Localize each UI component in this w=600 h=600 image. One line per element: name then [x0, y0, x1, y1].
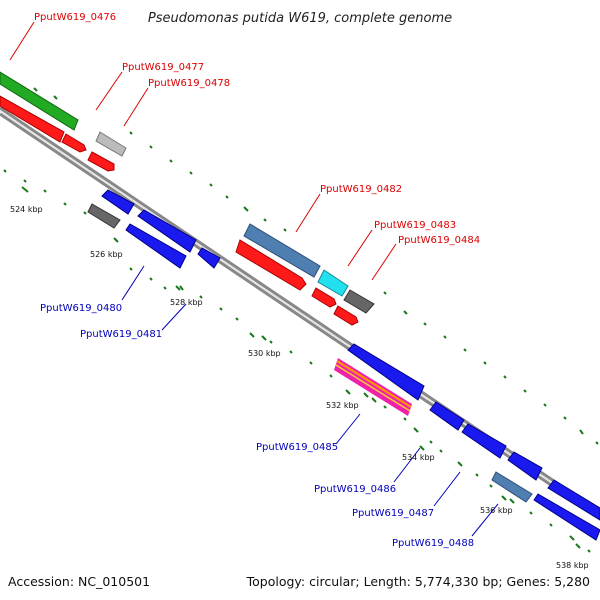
gene-0481b[interactable] [197, 247, 221, 269]
tick-526: 526 kbp [90, 250, 123, 259]
tick-528: 528 kbp [170, 298, 203, 307]
tick-dashes [3, 81, 599, 553]
tick-530: 530 kbp [248, 349, 281, 358]
label-0482[interactable]: PputW619_0482 [320, 184, 402, 195]
label-0480[interactable]: PputW619_0480 [40, 303, 122, 314]
label-0485[interactable]: PputW619_0485 [256, 442, 338, 453]
label-0483[interactable]: PputW619_0483 [374, 220, 456, 231]
reverse-leaders [121, 265, 499, 537]
forward-leaders [9, 21, 397, 281]
gene-0484[interactable] [343, 289, 375, 314]
label-0484[interactable]: PputW619_0484 [398, 235, 480, 246]
gene-0481[interactable] [125, 223, 187, 269]
label-0476[interactable]: PputW619_0476 [34, 12, 116, 23]
gene-0483[interactable] [317, 269, 349, 297]
gene-0485[interactable] [347, 343, 425, 401]
tick-532: 532 kbp [326, 401, 359, 410]
gene-0487-blue[interactable] [507, 451, 543, 481]
forward-labels: PputW619_0476 PputW619_0477 PputW619_047… [34, 12, 480, 246]
label-0486[interactable]: PputW619_0486 [314, 484, 396, 495]
tick-524: 524 kbp [10, 205, 43, 214]
gene-0487[interactable] [491, 471, 533, 503]
kbp-labels: 524 kbp 526 kbp 528 kbp 530 kbp 532 kbp … [10, 205, 589, 570]
gene-0476-red[interactable] [0, 95, 65, 143]
gene-0476[interactable] [0, 71, 79, 131]
label-0488[interactable]: PputW619_0488 [392, 538, 474, 549]
reverse-labels: PputW619_0480 PputW619_0481 PputW619_048… [40, 303, 474, 549]
gene-0479-dark[interactable] [87, 203, 121, 229]
tick-534: 534 kbp [402, 453, 435, 462]
label-0487[interactable]: PputW619_0487 [352, 508, 434, 519]
gene-0482-steel[interactable] [243, 223, 321, 278]
topology-text: Topology: circular; Length: 5,774,330 bp… [246, 574, 590, 589]
tick-536: 536 kbp [480, 506, 513, 515]
gene-0484-red[interactable] [333, 305, 359, 326]
gene-0478[interactable] [87, 151, 115, 172]
gene-0488b[interactable] [533, 493, 600, 541]
tick-538: 538 kbp [556, 561, 589, 570]
gene-0482[interactable] [235, 239, 307, 291]
gene-0486[interactable] [429, 401, 465, 431]
gene-0488[interactable] [547, 479, 600, 521]
forward-genes [0, 71, 375, 326]
gene-0486b[interactable] [461, 423, 507, 459]
label-0481[interactable]: PputW619_0481 [80, 329, 162, 340]
gene-0480[interactable] [137, 209, 197, 253]
label-0478[interactable]: PputW619_0478 [148, 78, 230, 89]
gene-0478-grey[interactable] [95, 131, 127, 157]
reverse-genes [87, 189, 600, 541]
gene-0479-blue[interactable] [101, 189, 135, 215]
map-title: Pseudomonas putida W619, complete genome [148, 11, 452, 26]
gene-0485-striped[interactable] [334, 358, 412, 416]
gene-0483-red[interactable] [311, 287, 337, 308]
label-0477[interactable]: PputW619_0477 [122, 62, 204, 73]
gene-0477[interactable] [61, 133, 87, 153]
accession-text: Accession: NC_010501 [8, 574, 150, 589]
